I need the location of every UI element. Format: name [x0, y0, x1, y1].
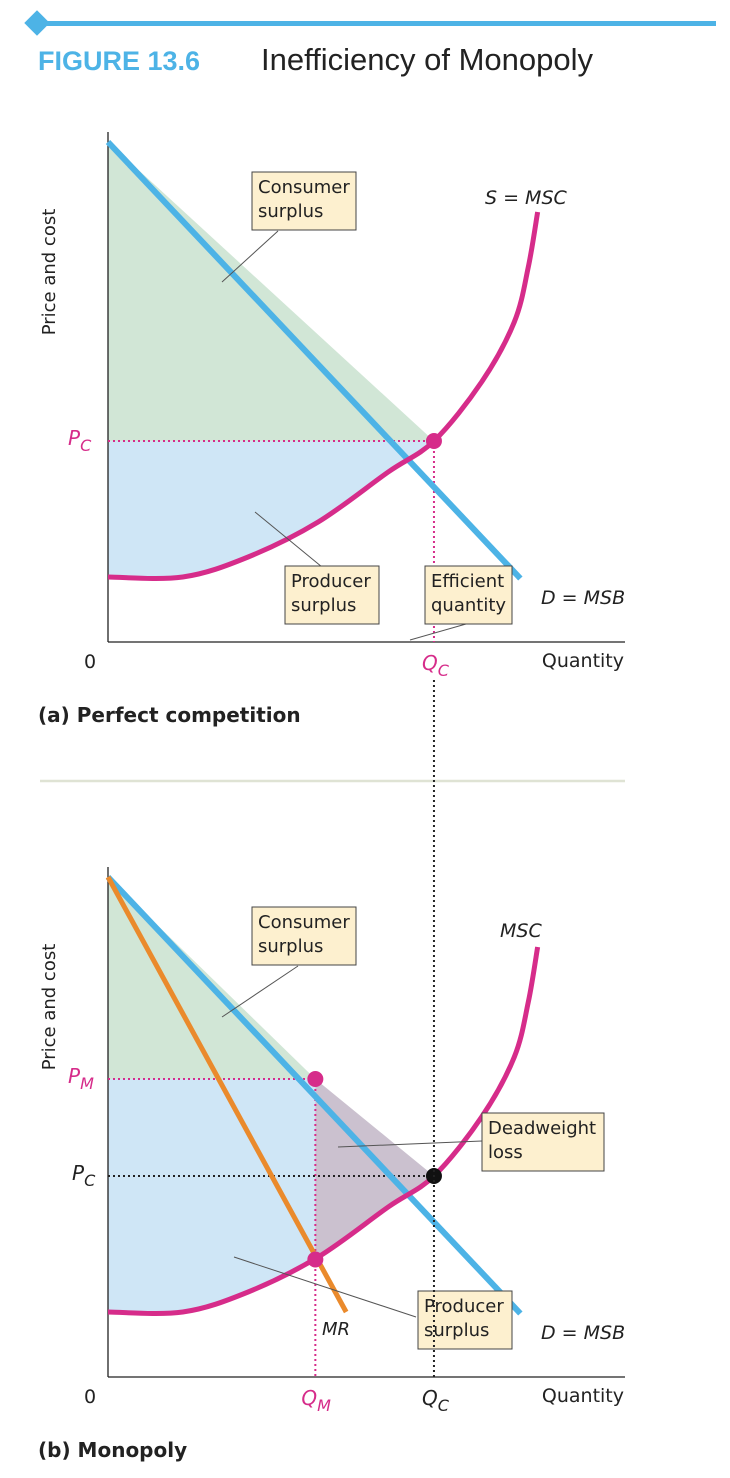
deadweight-loss-callout: Deadweight loss — [481, 1112, 605, 1172]
demand-curve-label: D = MSB — [541, 1322, 625, 1344]
producer-surplus-area — [108, 1079, 316, 1312]
supply-curve — [107, 211, 541, 581]
consumer-surplus-leader — [221, 965, 299, 1018]
supply-curve-label: MSC — [500, 920, 542, 942]
panel-label: (a) Perfect competition — [38, 703, 301, 727]
demand-curve — [105, 874, 523, 1316]
supply-curve — [107, 946, 541, 1316]
y-axis-label: Price and cost — [39, 944, 60, 1071]
efficient-quantity-callout: Efficient quantity — [424, 565, 513, 625]
deadweight-loss-callout-box — [481, 1112, 605, 1172]
deadweight-loss-callout-line1: Deadweight — [488, 1118, 596, 1139]
deadweight-loss-callout-line2: loss — [488, 1142, 523, 1163]
producer-surplus-callout: Producer surplus — [284, 565, 380, 625]
qc-label: QC — [422, 1386, 450, 1415]
demand-curve — [105, 139, 523, 581]
figure-title: Inefficiency of Monopoly — [261, 42, 594, 77]
producer-surplus-callout-line1: Producer — [424, 1296, 504, 1317]
efficient-quantity-callout-line1: Efficient — [431, 571, 504, 592]
consumer-surplus-area — [108, 142, 434, 441]
pc-label: PC — [68, 426, 92, 455]
consumer-surplus-callout-line1: Consumer — [258, 177, 350, 198]
producer-surplus-area — [108, 441, 434, 577]
mr-curve-label: MR — [322, 1319, 350, 1340]
equilibrium-point — [425, 433, 442, 449]
consumer-surplus-callout-line2: surplus — [258, 201, 323, 222]
y-axis-label: Price and cost — [39, 209, 60, 336]
producer-surplus-callout-line1: Producer — [291, 571, 371, 592]
producer-surplus-callout-line2: surplus — [424, 1320, 489, 1341]
consumer-surplus-callout-line2: surplus — [258, 936, 323, 957]
producer-surplus-callout-line2: surplus — [291, 595, 356, 616]
efficient-quantity-callout-line2: quantity — [431, 595, 506, 616]
demand-curve-label: D = MSB — [541, 587, 625, 609]
panel-label: (b) Monopoly — [38, 1438, 187, 1462]
origin-label: 0 — [84, 1386, 96, 1408]
consumer-surplus-area — [108, 877, 316, 1079]
supply-curve-label: S = MSC — [485, 187, 568, 209]
consumer-surplus-callout-box — [251, 171, 357, 231]
producer-surplus-callout-box — [284, 565, 380, 625]
deadweight-loss-leader — [337, 1140, 483, 1148]
consumer-surplus-callout-line1: Consumer — [258, 912, 350, 933]
header-accent-bar — [33, 21, 716, 26]
efficient-quantity-callout-box — [424, 565, 513, 625]
producer-surplus-leader — [254, 511, 323, 568]
monopoly-price-point — [307, 1071, 324, 1087]
mr-curve — [105, 875, 349, 1314]
consumer-surplus-leader — [221, 230, 279, 283]
pm-label: PM — [68, 1064, 94, 1093]
pc-label: PC — [72, 1161, 96, 1190]
consumer-surplus-callout: Consumer surplus — [251, 171, 357, 231]
producer-surplus-leader — [233, 1256, 417, 1318]
consumer-surplus-callout: Consumer surplus — [251, 906, 357, 966]
producer-surplus-callout: Producer surplus — [417, 1290, 513, 1350]
qc-label: QC — [422, 651, 450, 680]
qm-label: QM — [301, 1386, 331, 1415]
efficient-quantity-leader — [409, 623, 467, 641]
x-axis-label: Quantity — [542, 650, 624, 672]
header-diamond-icon — [24, 10, 50, 36]
x-axis-label: Quantity — [542, 1385, 624, 1407]
figure-label: FIGURE 13.6 — [38, 46, 200, 76]
deadweight-loss-area — [315, 1079, 434, 1260]
mr-mc-intersection-point — [307, 1251, 324, 1268]
consumer-surplus-callout-box — [251, 906, 357, 966]
origin-label: 0 — [84, 651, 96, 673]
